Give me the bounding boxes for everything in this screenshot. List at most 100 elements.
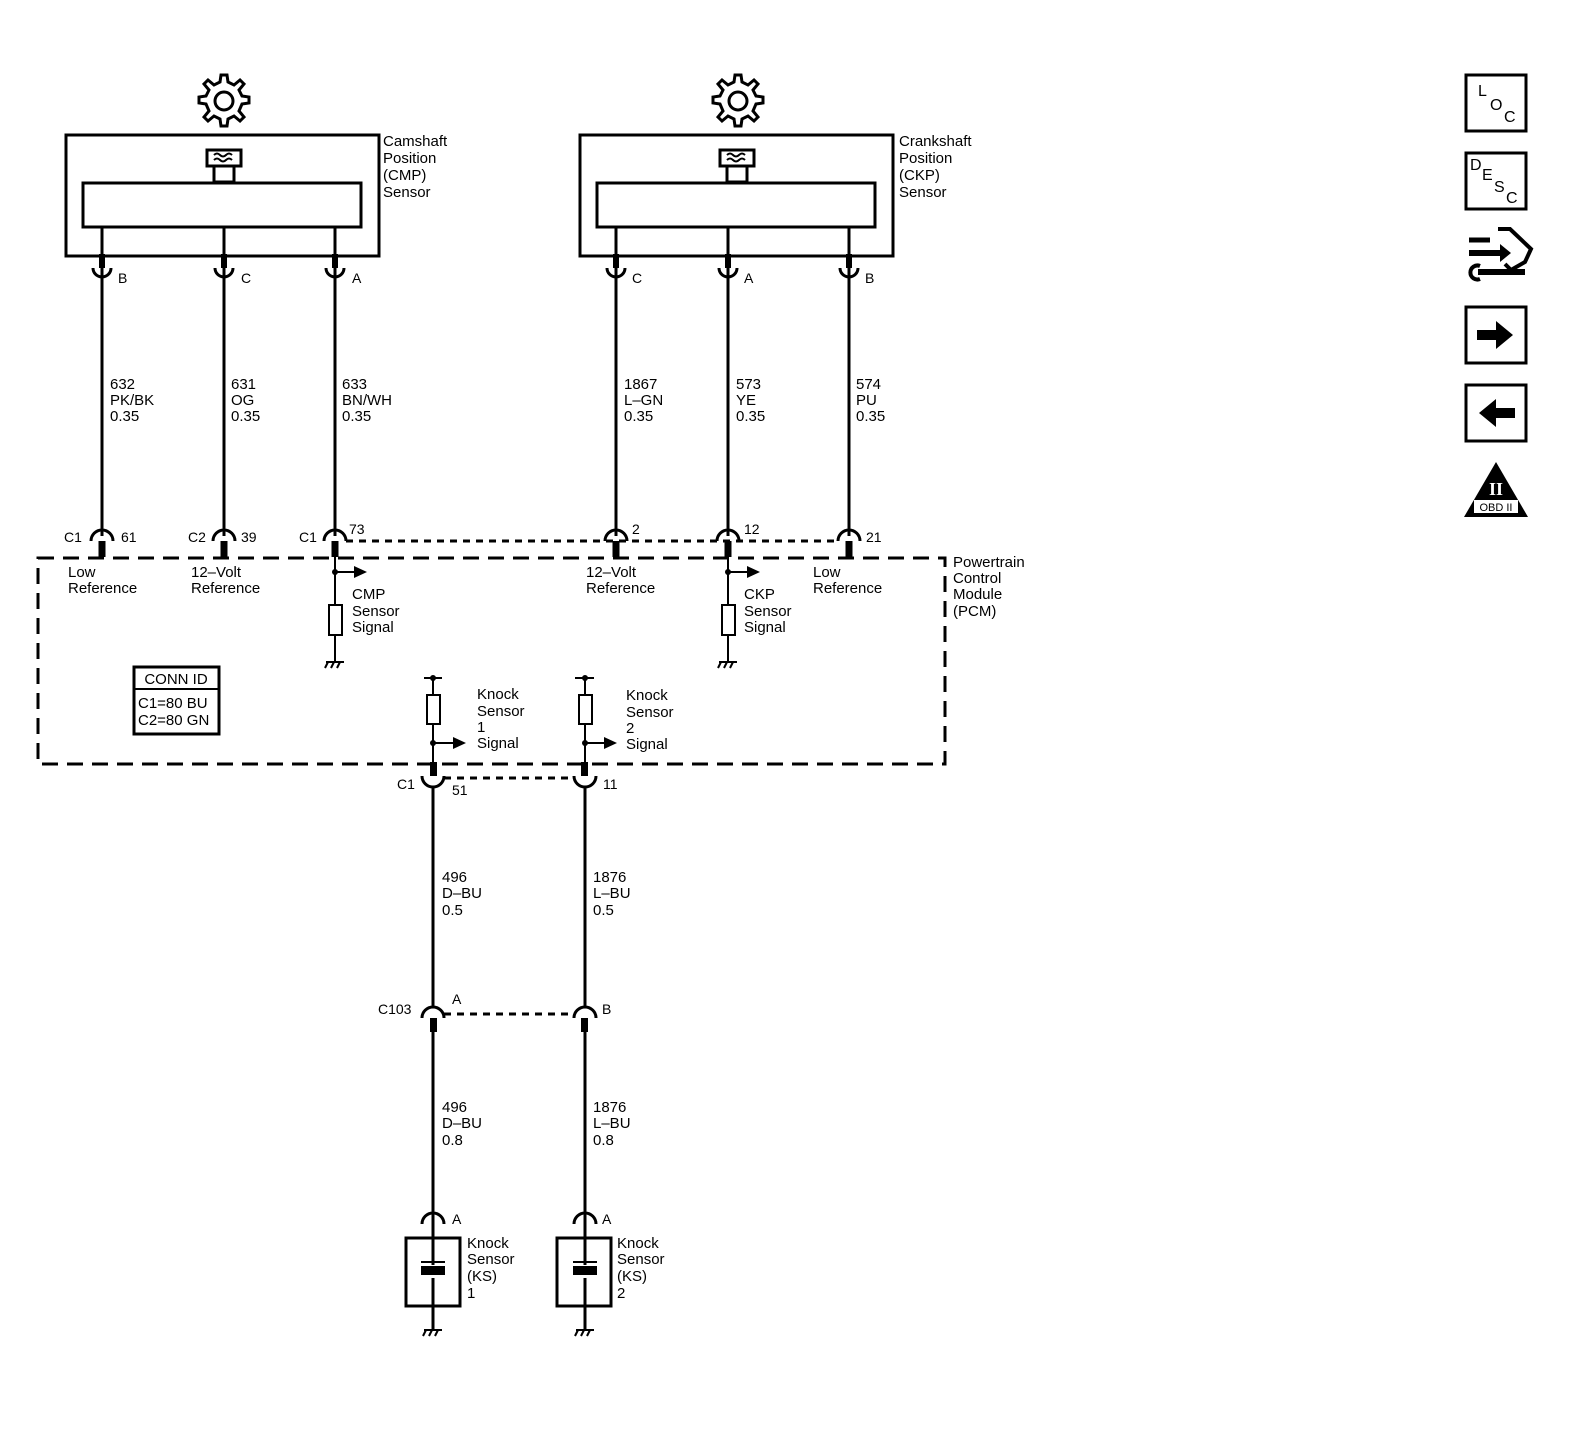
pcm-conn-c1-a: C1 [64, 529, 82, 545]
nav-repair-wrench-icon[interactable] [1468, 227, 1534, 282]
ckp-gear-icon [711, 73, 765, 128]
svg-text:Knock: Knock [477, 686, 519, 703]
pcm-conn-c2: C2 [188, 529, 206, 545]
svg-text:0.35: 0.35 [342, 408, 371, 425]
pcm-conn-c1-b: C1 [299, 529, 317, 545]
cmp-name-4: Sensor [383, 184, 431, 201]
obd-numeral: II [1489, 479, 1503, 499]
svg-text:L: L [1478, 83, 1487, 100]
ckp-name-3: (CKP) [899, 167, 940, 184]
cmp-name-3: (CMP) [383, 167, 426, 184]
svg-text:0.5: 0.5 [593, 902, 614, 919]
ckp-pullup-resistor [721, 604, 736, 636]
ks-pin-51: 51 [452, 782, 468, 798]
conn-id-box: CONN ID C1=80 BU C2=80 GN [132, 665, 221, 736]
ks-pin-11: 11 [603, 776, 618, 792]
nav-desc-button[interactable]: D E S C [1464, 151, 1528, 211]
svg-text:CKP: CKP [744, 586, 775, 603]
cmp-gear-icon [197, 73, 251, 128]
svg-text:D–BU: D–BU [442, 885, 482, 902]
pcm-12v-reference-2: 12–Volt Reference [586, 564, 655, 597]
svg-text:Low: Low [68, 564, 96, 581]
svg-text:BN/WH: BN/WH [342, 392, 392, 409]
svg-text:Sensor: Sensor [626, 704, 674, 721]
svg-text:Reference: Reference [68, 580, 137, 597]
svg-text:Reference: Reference [813, 580, 882, 597]
cmp-sensor-element [81, 181, 363, 229]
ks1-signal-circuit: Knock Sensor 1 Signal [424, 675, 525, 768]
svg-text:Sensor: Sensor [477, 703, 525, 720]
ks1-ground-icon [422, 1329, 443, 1337]
pcm-pin-21: 21 [866, 529, 882, 545]
cmp-pin-a: A [352, 270, 362, 286]
svg-text:Sensor: Sensor [744, 603, 792, 620]
cmp-signal-arrow-icon [354, 566, 367, 578]
svg-text:O: O [1490, 97, 1502, 114]
pcm-pin-73: 73 [349, 521, 365, 537]
ckp-pin-b: B [865, 270, 874, 286]
knock-sensor-1: A Knock Sensor (KS) 1 [404, 1211, 515, 1337]
cmp-name-1: Camshaft [383, 133, 448, 150]
svg-text:OG: OG [231, 392, 254, 409]
pcm-12v-reference-1: 12–Volt Reference [191, 564, 260, 597]
ckp-sensor: Crankshaft Position (CKP) Sensor [578, 73, 972, 258]
wire-label-1876-upper: 1876 L–BU 0.5 [593, 869, 631, 919]
wire-label-573: 573 YE 0.35 [736, 376, 765, 425]
svg-text:Knock: Knock [467, 1235, 509, 1252]
wire-label-496-lower: 496 D–BU 0.8 [442, 1099, 482, 1149]
pcm-module-label: Powertrain Control Module (PCM) [953, 554, 1025, 620]
svg-text:0.8: 0.8 [442, 1132, 463, 1149]
svg-text:1: 1 [467, 1285, 475, 1302]
ckp-signal-arrow-icon [747, 566, 760, 578]
svg-text:496: 496 [442, 869, 467, 886]
svg-text:Control: Control [953, 570, 1001, 587]
wire-label-631: 631 OG 0.35 [231, 376, 260, 425]
svg-text:Low: Low [813, 564, 841, 581]
svg-text:Signal: Signal [352, 619, 394, 636]
svg-text:Knock: Knock [617, 1235, 659, 1252]
svg-text:1876: 1876 [593, 869, 626, 886]
pcm-pin-2: 2 [632, 521, 640, 537]
ckp-ground-icon [717, 661, 738, 669]
upper-wires: B C A C A B 632 PK/BK 0.35 631 OG 0.35 6… [91, 227, 885, 536]
svg-text:2: 2 [626, 720, 634, 737]
ks2-pullup-resistor [578, 694, 593, 725]
pcm-pin-39: 39 [241, 529, 257, 545]
c103-label: C103 [378, 1001, 412, 1017]
ckp-signal-circuit: CKP Sensor Signal [717, 557, 792, 669]
nav-prev-button[interactable] [1464, 383, 1528, 443]
wire-label-496-upper: 496 D–BU 0.5 [442, 869, 482, 919]
svg-text:C: C [1504, 109, 1516, 126]
svg-text:Module: Module [953, 586, 1002, 603]
cmp-signal-circuit: CMP Sensor Signal [324, 557, 400, 669]
conn-id-line-1: C1=80 BU [138, 695, 208, 712]
ks-pcm-pins: C1 51 11 [397, 762, 618, 798]
svg-text:S: S [1494, 179, 1505, 196]
svg-text:(KS): (KS) [617, 1268, 647, 1285]
pcm-module-outline [36, 556, 947, 766]
svg-text:1: 1 [477, 719, 485, 736]
pcm-low-reference-1: Low Reference [68, 564, 137, 597]
wire-label-632: 632 PK/BK 0.35 [110, 376, 154, 425]
cmp-pullup-resistor [328, 604, 343, 636]
ks2-signal-circuit: Knock Sensor 2 Signal [575, 675, 674, 768]
svg-text:496: 496 [442, 1099, 467, 1116]
svg-text:L–BU: L–BU [593, 885, 631, 902]
svg-text:L–GN: L–GN [624, 392, 663, 409]
svg-text:YE: YE [736, 392, 756, 409]
svg-text:Reference: Reference [191, 580, 260, 597]
nav-obd-ii-button[interactable]: II OBD II [1464, 462, 1528, 517]
nav-loc-button[interactable]: L O C [1464, 73, 1528, 133]
svg-text:Knock: Knock [626, 687, 668, 704]
c103-pin-b: B [602, 1001, 611, 1017]
svg-text:Sensor: Sensor [617, 1251, 665, 1268]
svg-text:L–BU: L–BU [593, 1115, 631, 1132]
svg-text:1876: 1876 [593, 1099, 626, 1116]
cmp-ground-icon [324, 661, 345, 669]
pcm-pin-61: 61 [121, 529, 137, 545]
wire-label-633: 633 BN/WH 0.35 [342, 376, 392, 425]
obd-label: OBD II [1479, 502, 1512, 514]
nav-next-button[interactable] [1464, 305, 1528, 365]
svg-text:E: E [1482, 167, 1493, 184]
